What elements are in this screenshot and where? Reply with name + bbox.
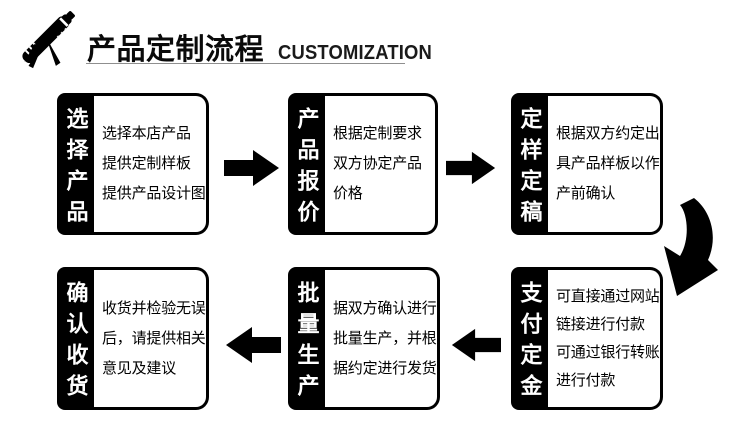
step-title-strip: 产品报价	[288, 93, 325, 235]
step-title-strip: 确认收货	[57, 267, 94, 410]
step-box-select-product: 选择产品 选择本店产品提供定制样板提供产品设计图	[57, 93, 209, 235]
step-box-product-quote: 产品报价 根据定制要求双方协定产品价格	[288, 93, 438, 235]
step-description-line: 产前确认	[556, 185, 616, 202]
step-description-line: 根据定制要求	[333, 125, 422, 142]
step-description: 根据定制要求双方协定产品价格	[325, 93, 438, 235]
step-box-mass-production: 批量生产 据双方确认进行批量生产，并根据约定进行发货	[288, 267, 440, 410]
step-description-line: 具产品样板以作	[556, 155, 660, 172]
step-title: 选择产品	[63, 106, 89, 231]
arrow-left-icon	[226, 327, 281, 363]
arrow-right-icon	[446, 151, 496, 185]
step-description-line: 批量生产，并根	[333, 329, 437, 347]
step-title: 产品报价	[294, 106, 320, 231]
step-box-confirm-receipt: 确认收货 收货并检验无误后，请提供相关意见及建议	[57, 267, 209, 410]
step-description: 据双方确认进行批量生产，并根据约定进行发货	[325, 267, 440, 410]
step-description: 选择本店产品提供定制样板提供产品设计图	[94, 93, 209, 235]
drafting-tools-icon	[22, 11, 75, 69]
step-description-line: 价格	[333, 185, 363, 202]
step-description-line: 后，请提供相关	[102, 329, 206, 347]
step-description-line: 据双方确认进行	[333, 299, 437, 317]
title-underline	[86, 63, 405, 64]
arrow-left-icon	[451, 328, 501, 362]
step-description: 可直接通过网站链接进行付款可通过银行转账进行付款	[548, 267, 663, 410]
step-box-sample-finalize: 定样定稿 根据双方约定出具产品样板以作产前确认	[511, 93, 663, 235]
step-description-line: 可通过银行转账	[556, 343, 660, 361]
step-box-pay-deposit: 支付定金 可直接通过网站链接进行付款可通过银行转账进行付款	[511, 267, 663, 410]
step-title: 批量生产	[294, 281, 320, 405]
step-description-line: 选择本店产品	[102, 125, 191, 142]
header: 产品定制流程 CUSTOMIZATION	[87, 26, 445, 68]
arrow-right-icon	[224, 150, 279, 186]
step-description-line: 链接进行付款	[556, 315, 645, 333]
step-description-line: 进行付款	[556, 371, 616, 389]
arrow-curve-down-left-icon	[664, 198, 718, 296]
step-title-strip: 定样定稿	[511, 93, 548, 235]
step-title-strip: 批量生产	[288, 267, 325, 410]
step-title-strip: 选择产品	[57, 93, 94, 235]
step-description-line: 收货并检验无误	[102, 299, 206, 317]
step-description-line: 根据双方约定出	[556, 125, 660, 142]
step-description-line: 双方协定产品	[333, 155, 422, 172]
step-description-line: 可直接通过网站	[556, 287, 660, 305]
step-description-line: 提供定制样板	[102, 155, 191, 172]
step-description-line: 提供产品设计图	[102, 185, 206, 202]
step-description-line: 意见及建议	[102, 359, 177, 377]
step-description: 根据双方约定出具产品样板以作产前确认	[548, 93, 663, 235]
step-description-line: 据约定进行发货	[333, 359, 437, 377]
step-description: 收货并检验无误后，请提供相关意见及建议	[94, 267, 209, 410]
step-title: 支付定金	[517, 281, 543, 405]
step-title: 定样定稿	[517, 106, 543, 231]
step-title: 确认收货	[63, 281, 89, 405]
page-subtitle: CUSTOMIZATION	[278, 42, 433, 64]
step-title-strip: 支付定金	[511, 267, 548, 410]
page-title: 产品定制流程	[87, 34, 265, 66]
